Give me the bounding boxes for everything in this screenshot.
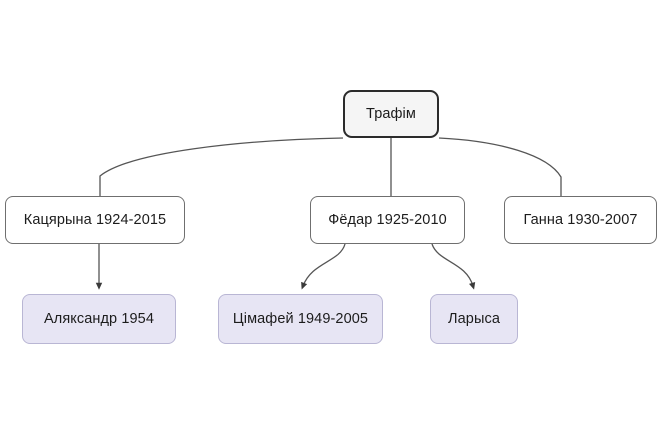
node-label: Трафім bbox=[366, 106, 416, 122]
node-label: Кацярына 1924-2015 bbox=[23, 212, 167, 228]
node-alaksandr[interactable]: Аляксандр 1954 bbox=[22, 294, 176, 344]
node-label: Фёдар 1925-2010 bbox=[328, 212, 447, 228]
node-label: Аляксандр 1954 bbox=[43, 311, 155, 327]
node-label: Ганна 1930-2007 bbox=[523, 212, 638, 228]
node-label: Цімафей 1949-2005 bbox=[232, 311, 369, 327]
edge-trafim-kacyaryna bbox=[99, 137, 344, 196]
node-hanna[interactable]: Ганна 1930-2007 bbox=[504, 196, 657, 244]
edge-fyodar-larysa bbox=[431, 243, 476, 290]
node-larysa[interactable]: Ларыса bbox=[430, 294, 518, 344]
edge-trafim-hanna bbox=[438, 137, 562, 196]
node-cimafiej[interactable]: Цімафей 1949-2005 bbox=[218, 294, 383, 344]
edge-fyodar-cimafiej bbox=[301, 243, 346, 290]
node-fyodar[interactable]: Фёдар 1925-2010 bbox=[310, 196, 465, 244]
node-label: Ларыса bbox=[448, 311, 500, 327]
node-kacyaryna[interactable]: Кацярына 1924-2015 bbox=[5, 196, 185, 244]
node-trafim[interactable]: Трафім bbox=[343, 90, 439, 138]
